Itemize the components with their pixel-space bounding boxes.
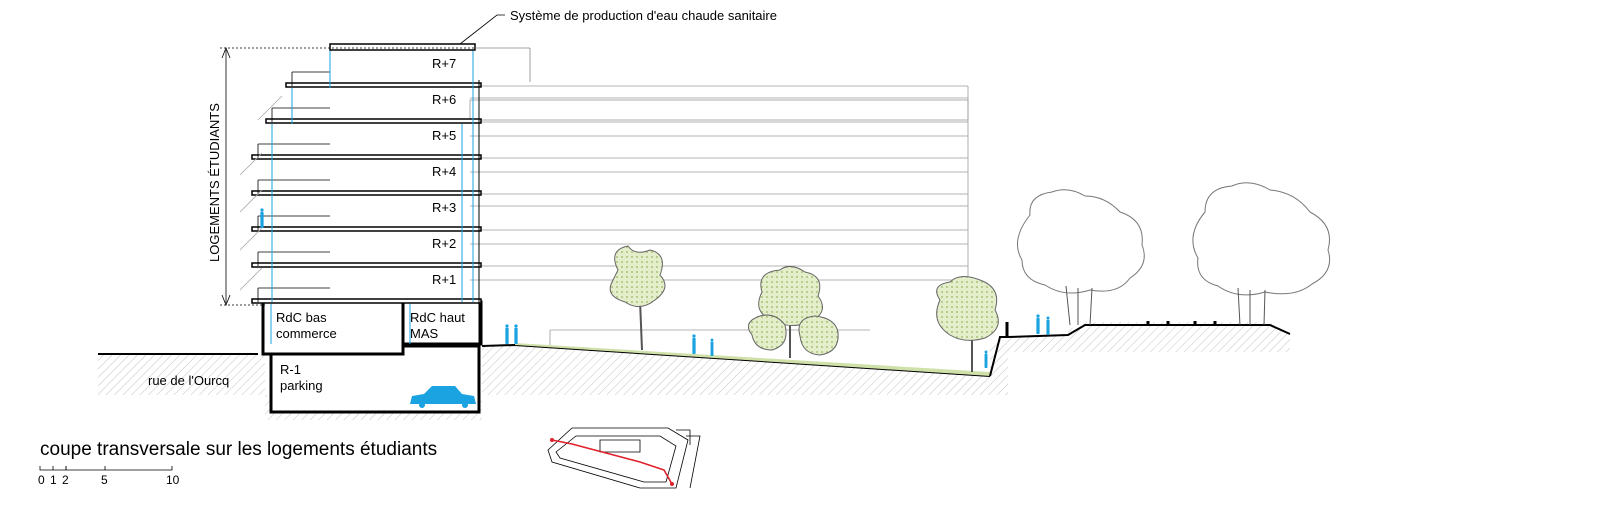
- rdc-haut: [401, 300, 483, 346]
- tree: [609, 245, 666, 351]
- vertical-label: LOGEMENTS ÉTUDIANTS: [207, 103, 222, 262]
- tree: [747, 266, 839, 358]
- tree: [1192, 182, 1331, 326]
- drawing-title: coupe transversale sur les logements étu…: [40, 439, 437, 460]
- key-plan: [547, 427, 701, 489]
- person-figure: [1036, 314, 1040, 334]
- person-figure: [984, 350, 988, 368]
- tree: [1017, 189, 1145, 326]
- street-label: rue de l'Ourcq: [148, 373, 229, 388]
- scale-tick-2: 2: [62, 473, 69, 487]
- person-figure: [514, 324, 518, 344]
- scale-tick-0: 0: [38, 473, 45, 487]
- floor-label: R+7: [432, 56, 456, 71]
- scale-tick-5: 5: [101, 473, 108, 487]
- background-building: [469, 85, 969, 345]
- person-figure: [692, 334, 696, 354]
- car: [410, 386, 476, 404]
- scale-tick-10: 10: [166, 473, 180, 487]
- people: [260, 208, 1050, 408]
- height-dimension: [220, 46, 475, 307]
- rdc-bas: [261, 300, 405, 356]
- rdc-bas-line1: RdC bas: [276, 310, 327, 325]
- floor-label: R+1: [432, 272, 456, 287]
- floor-label: R+2: [432, 236, 456, 251]
- basement-line1: R-1: [280, 362, 301, 377]
- floor-label: R+6: [432, 92, 456, 107]
- floor-label: R+3: [432, 200, 456, 215]
- rdc-bas-line2: commerce: [276, 326, 337, 341]
- rdc-haut-line1: RdC haut: [410, 310, 465, 325]
- annotation-leader: [459, 14, 505, 45]
- person-figure: [1046, 316, 1050, 335]
- trees: [609, 182, 1331, 372]
- person-figure: [505, 324, 509, 344]
- person-figure: [710, 338, 714, 356]
- floor-slabs: [251, 71, 482, 304]
- hot-water-system: [329, 43, 476, 51]
- floor-labels: R+7R+6R+5R+4R+3R+2R+1: [432, 56, 456, 287]
- scale-tick-1: 1: [50, 473, 57, 487]
- person-figure: [260, 208, 264, 228]
- floor-label: R+5: [432, 128, 456, 143]
- rdc-haut-line2: MAS: [410, 326, 439, 341]
- scale-bar: 0 1 2 5 10: [38, 466, 180, 487]
- basement-line2: parking: [280, 378, 323, 393]
- tree: [936, 276, 999, 372]
- floor-label: R+4: [432, 164, 456, 179]
- hot-water-annotation: Système de production d'eau chaude sanit…: [510, 8, 777, 23]
